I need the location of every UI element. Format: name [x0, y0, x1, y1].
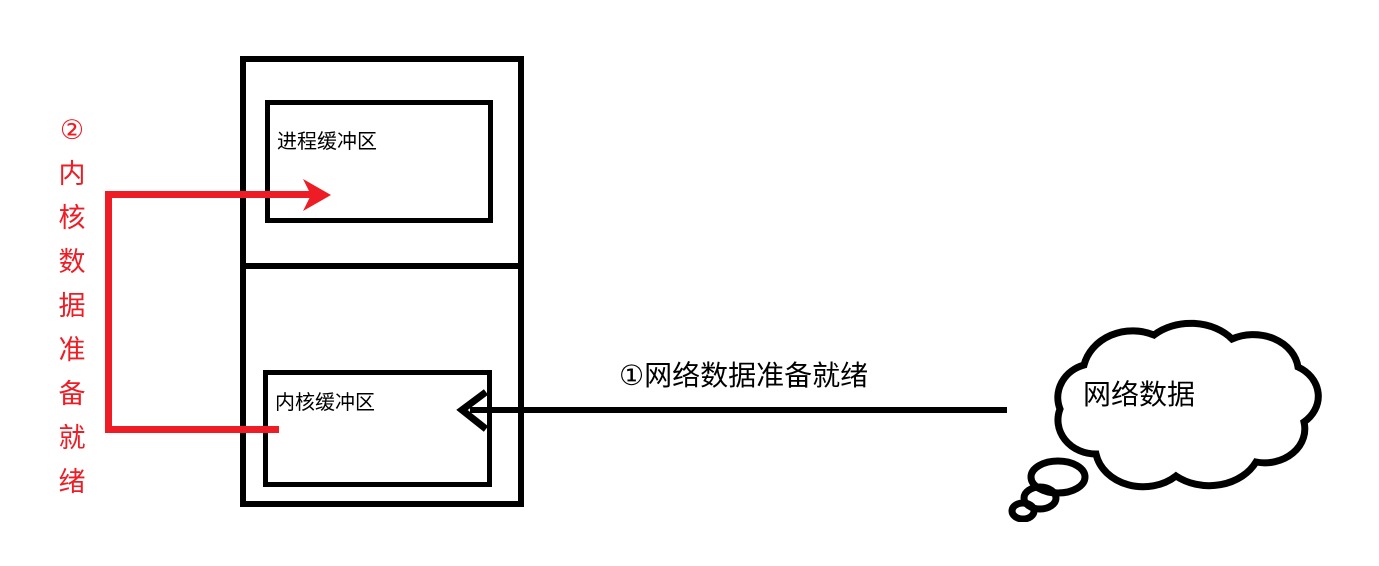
- step1-arrow-line: [470, 407, 1007, 413]
- process-kernel-container: [240, 56, 524, 507]
- step2-char-8: 绪: [58, 467, 86, 497]
- step2-arrowhead-icon: [303, 179, 331, 211]
- step2-char-4: 据: [58, 291, 86, 321]
- step2-char-3: 数: [58, 247, 86, 277]
- section-divider: [240, 263, 524, 269]
- step2-vertical-label: ② 内 核 数 据 准 备 就 绪: [52, 108, 92, 504]
- step2-char-6: 备: [58, 379, 86, 409]
- step2-char-1: 内: [58, 159, 86, 189]
- network-data-cloud: [1008, 319, 1322, 522]
- step2-char-7: 就: [58, 423, 86, 453]
- step1-arrowhead-icon: [456, 389, 489, 432]
- step2-char-0: ②: [59, 115, 85, 145]
- process-buffer-box: [265, 100, 493, 223]
- network-data-label: 网络数据: [1083, 379, 1196, 410]
- process-buffer-label: 进程缓冲区: [277, 131, 377, 153]
- step2-arrow-segment-vertical: [105, 191, 112, 433]
- step2-char-5: 准: [58, 335, 86, 365]
- step2-arrow-segment-bottom: [105, 426, 279, 433]
- step2-char-2: 核: [58, 203, 86, 233]
- step1-label: ①网络数据准备就绪: [619, 360, 869, 391]
- step2-arrow-segment-top: [105, 191, 320, 198]
- kernel-buffer-label: 内核缓冲区: [275, 392, 375, 414]
